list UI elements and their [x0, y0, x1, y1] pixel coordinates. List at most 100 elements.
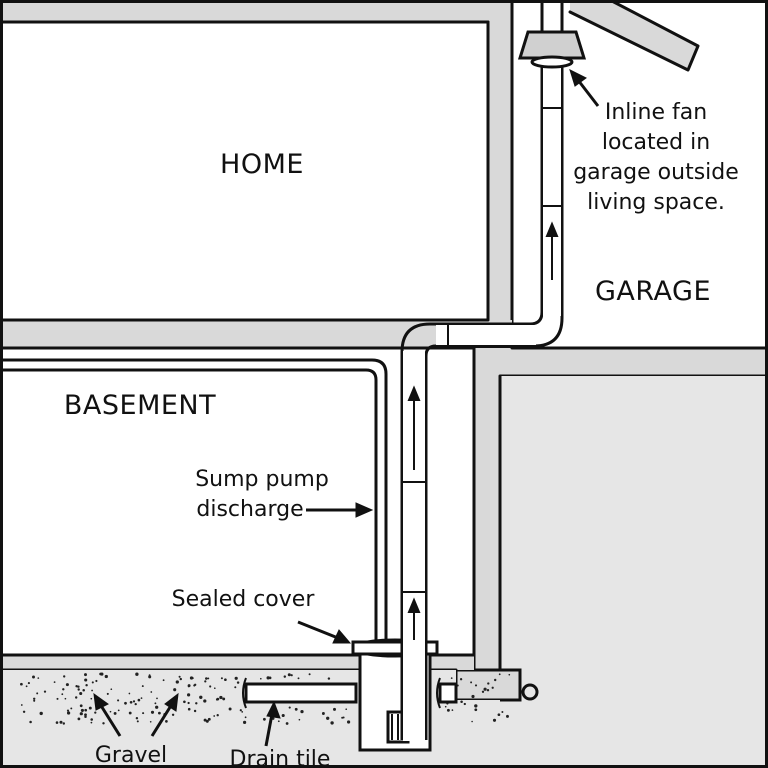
fan-note-line-1: Inline fan: [605, 100, 707, 125]
gravel-dot: [33, 699, 36, 702]
gravel-dot: [243, 720, 247, 725]
gravel-dot: [220, 677, 223, 680]
gravel-dot: [228, 707, 232, 711]
gravel-dot: [262, 717, 266, 721]
garage-structure: [454, 0, 768, 768]
gravel-dot: [162, 679, 165, 682]
gravel-dot: [79, 712, 83, 716]
gravel-dot: [470, 681, 473, 684]
gravel-dot: [88, 706, 92, 710]
gravel-dot: [222, 697, 226, 701]
gravel-dot: [294, 707, 298, 711]
fan-note-line-3: garage outside: [573, 160, 739, 185]
discharge-note: Sump pump discharge: [195, 467, 329, 522]
gravel-dot: [508, 673, 511, 676]
gravel-dot: [333, 707, 336, 711]
gravel-dot: [451, 709, 454, 711]
sealed-cover-label: Sealed cover: [172, 587, 316, 612]
gravel-dot: [134, 702, 137, 706]
gravel-dot: [277, 720, 280, 723]
gravel-dot: [61, 693, 64, 696]
gravel-dot: [486, 689, 490, 692]
gravel-dot: [497, 713, 501, 717]
gravel-dot: [300, 709, 304, 714]
gravel-dot: [79, 691, 83, 696]
gravel-dot: [308, 673, 311, 676]
gravel-dot: [178, 675, 181, 678]
gravel-dot: [260, 677, 262, 680]
gravel-dot: [183, 700, 186, 704]
basement-label: BASEMENT: [64, 390, 216, 421]
gravel-dot: [241, 711, 244, 713]
gravel-dot: [84, 708, 88, 712]
gravel-dot: [110, 688, 113, 691]
gravel-dot: [64, 697, 67, 700]
discharge-line-1: Sump pump: [195, 467, 329, 492]
gravel-dot: [154, 702, 157, 705]
gravel-dot: [214, 687, 216, 689]
gravel-dot: [148, 675, 152, 679]
fan-note-line-4: living space.: [587, 190, 725, 215]
gravel-dot: [483, 687, 487, 691]
gravel-dot: [128, 711, 132, 715]
gravel-dot: [77, 717, 81, 721]
gravel-dot: [158, 711, 161, 715]
gravel-dot: [501, 711, 504, 713]
gravel-dot: [195, 702, 198, 705]
gravel-dot: [29, 720, 32, 724]
gravel-dot: [193, 684, 196, 687]
gravel-dot: [219, 695, 223, 700]
gravel-dot: [209, 685, 212, 688]
garage-label: GARAGE: [595, 276, 711, 307]
gravel-dot: [20, 704, 23, 706]
gravel-dot: [234, 676, 238, 680]
gravel-dot: [207, 677, 210, 680]
gravel-dot: [113, 711, 117, 715]
gravel-dot: [20, 682, 23, 686]
gravel-dot: [39, 711, 43, 716]
gravel-dot: [345, 708, 348, 711]
drain-tile-label: Drain tile: [230, 747, 331, 768]
flow-arrows: [407, 221, 559, 640]
gravel-dot: [55, 721, 59, 724]
home-label: HOME: [220, 149, 304, 180]
gravel-dot: [56, 697, 59, 700]
gravel-dot: [77, 688, 80, 691]
gravel-dot: [90, 697, 93, 700]
gravel-dot: [63, 675, 66, 678]
gravel-dot: [239, 709, 242, 712]
gravel-dot: [36, 692, 39, 695]
gravel-dot: [471, 720, 473, 723]
gravel-dot: [142, 712, 145, 715]
gravel-dot: [207, 717, 211, 721]
gravel-dot: [203, 718, 207, 722]
gravel-dot: [136, 720, 139, 723]
drain-tile: [242, 677, 458, 709]
gravel-label: Gravel: [95, 743, 167, 768]
gravel-dot: [117, 699, 120, 702]
gravel-dot: [187, 685, 190, 688]
gravel-dot: [109, 710, 112, 713]
gravel-dot: [446, 708, 450, 712]
gravel-dot: [84, 673, 87, 677]
gravel-dot: [341, 716, 344, 719]
gravel-dot: [84, 713, 87, 717]
gravel-dot: [193, 709, 197, 713]
gravel-dot: [474, 708, 478, 712]
gravel-dot: [79, 704, 83, 708]
gravel-dot: [140, 697, 143, 699]
gravel-dot: [65, 683, 69, 687]
gravel-dot: [326, 716, 330, 720]
gravel-dot: [450, 677, 453, 679]
vent-pipe: [400, 0, 587, 741]
gravel-dot: [94, 711, 97, 714]
gravel-dot: [321, 712, 325, 715]
gravel-dot: [224, 678, 227, 682]
gravel-dot: [150, 691, 153, 693]
gravel-dot: [165, 720, 168, 723]
gravel-dot: [66, 711, 71, 715]
gravel-dot: [135, 672, 139, 676]
gravel-dot: [187, 693, 191, 697]
